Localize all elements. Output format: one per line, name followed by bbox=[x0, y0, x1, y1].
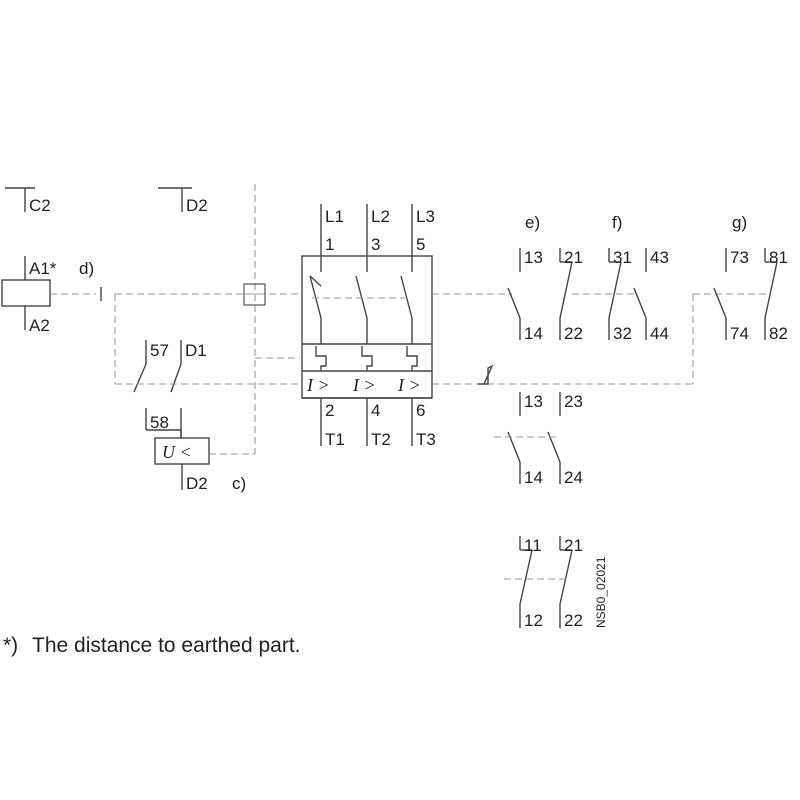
label-6: 6 bbox=[416, 401, 425, 420]
label-f-32: 32 bbox=[613, 324, 632, 343]
label-c-note: c) bbox=[232, 474, 246, 493]
drawing-code: NSB0_02021 bbox=[594, 556, 608, 628]
label-d-note: d) bbox=[79, 259, 94, 278]
label-e: e) bbox=[525, 213, 540, 232]
label-c2: C2 bbox=[29, 196, 51, 215]
label-i-21: 21 bbox=[564, 536, 583, 555]
label-f: f) bbox=[612, 213, 622, 232]
contact-group-g: 73 81 74 82 bbox=[713, 248, 788, 343]
label-l2: L2 bbox=[371, 207, 390, 226]
label-f-44: 44 bbox=[650, 324, 669, 343]
label-2: 2 bbox=[325, 401, 334, 420]
contact-57-58: 57 D1 58 bbox=[133, 340, 207, 438]
label-d2-bottom: D2 bbox=[186, 474, 208, 493]
label-i-12: 12 bbox=[524, 611, 543, 630]
trip-label-1: I > bbox=[306, 375, 330, 395]
trip-indicator-mark bbox=[478, 364, 494, 385]
label-57: 57 bbox=[150, 341, 169, 360]
label-i-11: 11 bbox=[524, 536, 542, 555]
label-g-81: 81 bbox=[769, 248, 788, 267]
label-f-43: 43 bbox=[650, 248, 669, 267]
label-d1: D1 bbox=[185, 341, 207, 360]
pole-2 bbox=[355, 204, 373, 446]
terminal-d2-top: D2 bbox=[158, 187, 208, 215]
label-t3: T3 bbox=[416, 430, 436, 449]
undervoltage-relay: U < D2 c) bbox=[154, 437, 246, 493]
footnote-text: The distance to earthed part. bbox=[32, 634, 301, 657]
label-58: 58 bbox=[150, 413, 169, 432]
label-g-82: 82 bbox=[769, 324, 788, 343]
coil-a1-a2: A1* d) A2 bbox=[1, 256, 94, 335]
contact-group-11-21: 11 21 12 22 bbox=[504, 536, 583, 630]
label-4: 4 bbox=[371, 401, 380, 420]
label-d2-top: D2 bbox=[186, 196, 208, 215]
pole-1 bbox=[309, 204, 327, 446]
label-5: 5 bbox=[416, 235, 425, 254]
label-e-22: 22 bbox=[564, 324, 583, 343]
terminal-c2: C2 bbox=[5, 187, 51, 215]
label-h-14: 14 bbox=[524, 468, 543, 487]
label-h-24: 24 bbox=[564, 468, 583, 487]
label-3: 3 bbox=[371, 235, 380, 254]
label-u-relay: U < bbox=[162, 442, 192, 462]
trip-label-2: I > bbox=[352, 375, 376, 395]
label-1: 1 bbox=[325, 235, 334, 254]
label-i-22: 22 bbox=[564, 611, 583, 630]
contact-group-e: 13 21 14 22 bbox=[507, 248, 583, 343]
footnote-marker: *) bbox=[3, 634, 18, 657]
label-l1: L1 bbox=[325, 207, 344, 226]
label-a1: A1* bbox=[29, 259, 57, 278]
label-t2: T2 bbox=[371, 430, 391, 449]
label-t1: T1 bbox=[325, 430, 345, 449]
label-g: g) bbox=[732, 213, 747, 232]
label-e-13: 13 bbox=[524, 248, 543, 267]
label-a2: A2 bbox=[29, 316, 50, 335]
pole-3 bbox=[400, 204, 418, 446]
label-l3: L3 bbox=[416, 207, 435, 226]
label-e-14: 14 bbox=[524, 324, 543, 343]
contact-group-13-23: 13 23 14 24 bbox=[494, 392, 583, 487]
label-f-31: 31 bbox=[613, 248, 632, 267]
label-h-23: 23 bbox=[564, 392, 583, 411]
label-g-73: 73 bbox=[730, 248, 749, 267]
label-e-21: 21 bbox=[564, 248, 583, 267]
contact-group-f: 31 43 32 44 bbox=[608, 248, 669, 343]
label-h-13: 13 bbox=[524, 392, 543, 411]
trip-label-3: I > bbox=[397, 375, 421, 395]
label-g-74: 74 bbox=[730, 324, 749, 343]
